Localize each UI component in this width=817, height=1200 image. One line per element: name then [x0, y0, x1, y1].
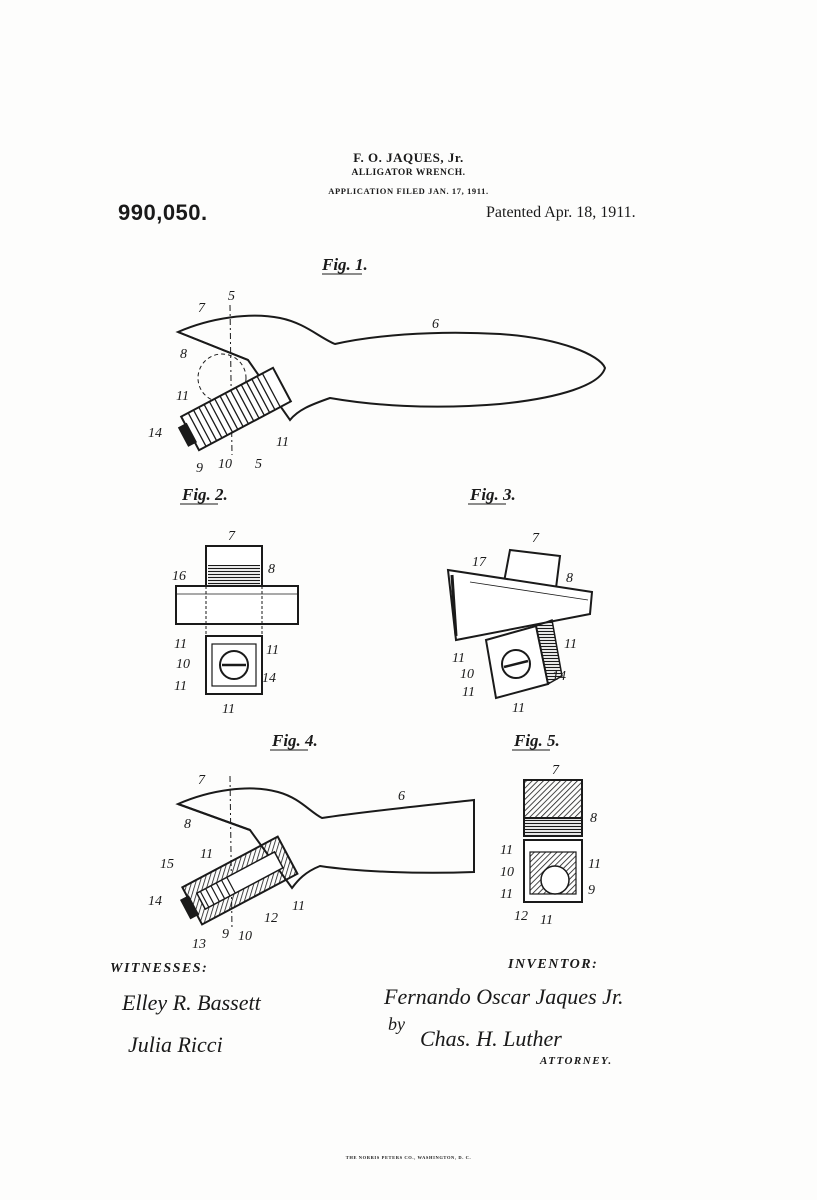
fig5-ref-12: 12: [514, 909, 528, 924]
fig1-ref-7: 7: [198, 301, 206, 316]
fig4-ref-11b: 11: [292, 899, 305, 914]
fig2-ref-10: 10: [176, 657, 190, 672]
witnesses-block: WITNESSES: Elley R. Bassett Julia Ricci: [110, 961, 262, 1057]
fig3-ref-11a: 11: [564, 637, 577, 652]
fig5-ref-10: 10: [500, 865, 514, 880]
fig4-ref-14: 14: [148, 894, 162, 909]
fig2-ref-16: 16: [172, 569, 186, 584]
fig1-ref-10: 10: [218, 457, 232, 472]
fig1-ref-5b: 5: [255, 457, 262, 472]
inventor-signature: Fernando Oscar Jaques Jr.: [383, 984, 624, 1009]
fig1-ref-11b: 11: [276, 435, 289, 450]
fig1-ref-6: 6: [432, 317, 439, 332]
figure-3: Fig. 3. 7 17 8 11 11 10 14 11 11: [446, 485, 594, 716]
fig3-ref-14: 14: [552, 669, 566, 684]
fig2-ref-11d: 11: [222, 702, 235, 717]
by-text: by: [388, 1014, 405, 1034]
attorney-caption: ATTORNEY.: [539, 1055, 613, 1067]
fig2-ref-11c: 11: [174, 679, 187, 694]
fig4-ref-6: 6: [398, 789, 405, 804]
printer-imprint: THE NORRIS PETERS CO., WASHINGTON, D. C.: [345, 1155, 472, 1160]
fig2-ref-14: 14: [262, 671, 276, 686]
fig4-ref-7: 7: [198, 773, 206, 788]
invention-title: ALLIGATOR WRENCH.: [351, 168, 466, 178]
fig3-ref-11b: 11: [452, 651, 465, 666]
fig1-ref-5a: 5: [228, 289, 235, 304]
fig3-ref-7: 7: [532, 531, 540, 546]
fig5-ref-11d: 11: [540, 913, 553, 928]
fig5-ref-8: 8: [590, 811, 597, 826]
fig5-label: Fig. 5.: [513, 731, 560, 750]
fig4-ref-8: 8: [184, 817, 191, 832]
fig1-ref-11a: 11: [176, 389, 189, 404]
fig2-ref-11b: 11: [266, 643, 279, 658]
fig2-ref-8: 8: [268, 562, 275, 577]
fig4-label: Fig. 4.: [271, 731, 318, 750]
figure-4: Fig. 4. 7 6 8 11 15 14 12 11: [148, 731, 475, 952]
patent-number: 990,050.: [118, 200, 208, 225]
fig4-ref-13: 13: [192, 937, 206, 952]
patent-date: Patented Apr. 18, 1911.: [486, 204, 636, 221]
inventor-name-header: F. O. JAQUES, Jr.: [353, 150, 464, 165]
fig2-ref-7: 7: [228, 529, 236, 544]
fig1-ref-14: 14: [148, 426, 162, 441]
fig1-ref-8: 8: [180, 347, 187, 362]
fig5-ref-11c: 11: [500, 887, 513, 902]
witness-signature-1: Elley R. Bassett: [121, 990, 262, 1015]
fig3-ref-11d: 11: [512, 701, 525, 716]
figure-5: Fig. 5. 7 8 11 10 11 11 9 12 11: [500, 731, 601, 928]
fig2-label: Fig. 2.: [181, 485, 228, 504]
witness-signature-2: Julia Ricci: [128, 1032, 223, 1057]
fig4-ref-10: 10: [238, 929, 252, 944]
fig1-ref-9: 9: [196, 461, 203, 476]
fig4-ref-11a: 11: [200, 847, 213, 862]
attorney-signature: Chas. H. Luther: [420, 1026, 562, 1051]
inventor-block: INVENTOR: Fernando Oscar Jaques Jr. by C…: [383, 957, 624, 1067]
fig4-ref-12: 12: [264, 911, 278, 926]
fig4-ref-15: 15: [160, 857, 174, 872]
figure-1: Fig. 1.: [148, 255, 607, 476]
fig5-ref-11a: 11: [500, 843, 513, 858]
fig3-ref-8: 8: [566, 571, 573, 586]
fig5-ref-9: 9: [588, 883, 595, 898]
fig5-ref-7: 7: [552, 763, 560, 778]
fig5-ref-11b: 11: [588, 857, 601, 872]
fig1-label: Fig. 1.: [321, 255, 368, 274]
fig3-ref-11c: 11: [462, 685, 475, 700]
fig3-ref-17: 17: [472, 555, 487, 570]
fig4-ref-9: 9: [222, 927, 229, 942]
figure-2: Fig. 2. 7 16 8 11 11 10 11 14 11: [172, 485, 299, 717]
witnesses-caption: WITNESSES:: [110, 961, 208, 976]
inventor-caption: INVENTOR:: [507, 957, 598, 972]
fig3-ref-10: 10: [460, 667, 474, 682]
application-filed-date: APPLICATION FILED JAN. 17, 1911.: [328, 186, 489, 196]
fig3-label: Fig. 3.: [469, 485, 516, 504]
fig2-ref-11a: 11: [174, 637, 187, 652]
